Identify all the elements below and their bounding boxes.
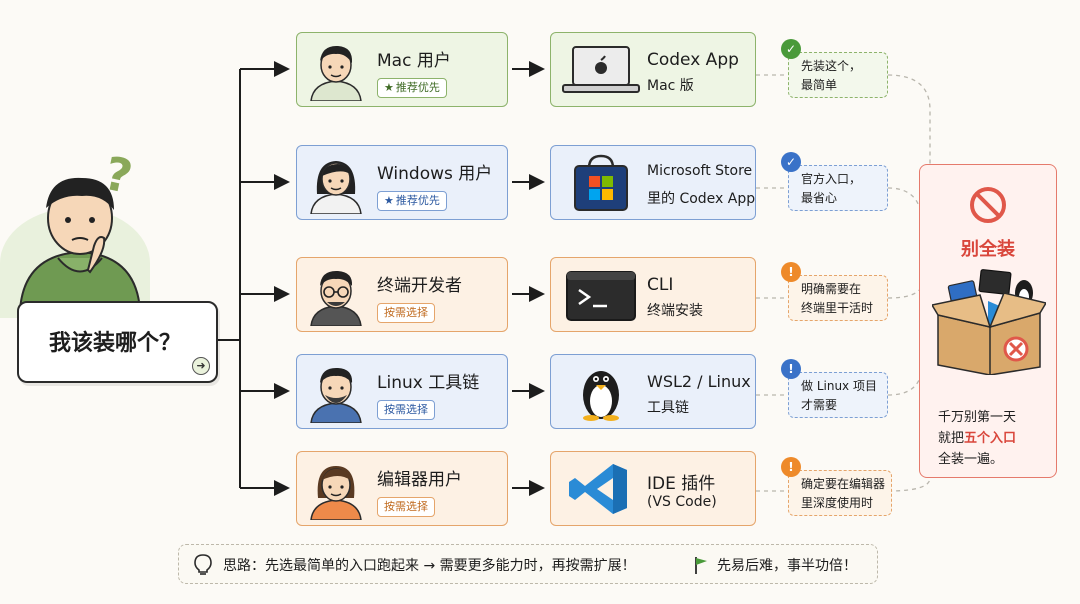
exclamation-icon: ! [781,359,801,379]
tip-bar: 思路：先选最简单的入口跑起来 → 需要更多能力时，再按需扩展！ 先易后难，事半功… [178,544,878,584]
app-card-codex-app: Codex App Mac 版 [550,32,756,107]
user-title: 终端开发者 [377,276,462,296]
avatar [310,367,362,423]
laptop-icon [562,46,640,93]
note-editor: ! 确定要在编辑器 里深度使用时 [781,457,892,516]
exclamation-icon: ! [781,262,801,282]
app-title: Microsoft Store [647,163,753,179]
avatar [310,466,362,520]
star-icon: ★ [384,194,394,207]
avatar [310,45,362,101]
app-card-ide-plugin: IDE 插件 (VS Code) [550,451,756,526]
tip-text: 思路：先选最简单的入口跑起来 → 需要更多能力时，再按需扩展！ [223,558,636,574]
note-line: 最省心 [801,191,838,205]
app-card-cli: CLI 终端安装 [550,257,756,332]
recommend-badge: ★推荐优先 [377,191,447,211]
user-card-windows: Windows 用户 ★推荐优先 [296,145,508,220]
prohibited-icon [970,187,1006,223]
question-text: 我该装哪个？ [49,331,182,356]
user-card-mac: Mac 用户 ★推荐优先 [296,32,508,107]
app-card-microsoft-store: Microsoft Store 里的 Codex App [550,145,756,220]
recommend-badge: ★推荐优先 [377,78,447,98]
note-mac: ✓ 先装这个， 最简单 [781,39,888,98]
warning-title: 别全装 [961,239,1015,260]
note-line: 里深度使用时 [801,496,874,510]
app-card-wsl2: WSL2 / Linux 工具链 [550,354,756,429]
avatar [310,161,362,214]
warning-panel: 别全装 千万别第一天 就把五个入口 全装一遍。 [919,164,1057,478]
microsoft-store-icon [574,154,628,211]
user-title: Linux 工具链 [377,373,480,393]
lightbulb-icon [194,554,212,575]
app-subtitle: 工具链 [647,400,689,416]
avatar [310,270,362,326]
user-card-editor: 编辑器用户 按需选择 [296,451,508,526]
warning-text: 千万别第一天 就把五个入口 全装一遍。 [938,410,1017,467]
exclamation-icon: ! [781,457,801,477]
user-card-terminal: 终端开发者 按需选择 [296,257,508,332]
app-title: IDE 插件 [647,474,716,494]
note-line: 明确需要在 [801,282,862,296]
overflowing-box-illustration [932,269,1046,375]
optional-badge: 按需选择 [377,303,435,323]
arrow-right-icon: ➜ [192,357,210,375]
tip-text-2: 先易后难，事半功倍！ [717,558,857,574]
note-line: 最简单 [801,78,838,92]
note-line: 官方入口， [801,172,862,186]
app-subtitle: 里的 Codex App [647,191,756,207]
app-title: WSL2 / Linux [647,372,751,391]
note-terminal: ! 明确需要在 终端里干活时 [781,262,888,321]
user-title: Mac 用户 [377,51,451,71]
note-line: 确定要在编辑器 [801,477,886,491]
note-windows: ✓ 官方入口， 最省心 [781,152,888,211]
app-title: Codex App [647,50,739,70]
optional-badge: 按需选择 [377,400,435,420]
optional-badge: 按需选择 [377,497,435,517]
user-card-linux: Linux 工具链 按需选择 [296,354,508,429]
check-icon: ✓ [781,152,801,172]
user-title: Windows 用户 [377,164,493,184]
question-box: 我该装哪个？ ➜ [17,301,218,383]
note-line: 先装这个， [801,59,862,73]
app-title: CLI [647,275,674,295]
note-line: 做 Linux 项目 [801,379,877,393]
flag-icon [695,557,707,574]
note-linux: ! 做 Linux 项目 才需要 [781,359,888,418]
app-subtitle: 终端安装 [647,303,703,319]
user-title: 编辑器用户 [377,470,462,490]
linux-penguin-icon [583,371,619,421]
check-icon: ✓ [781,39,801,59]
note-line: 才需要 [801,398,838,412]
star-icon: ★ [384,81,394,94]
thinking-person-illustration [18,177,142,310]
terminal-icon [566,271,636,321]
note-line: 终端里干活时 [801,301,874,315]
app-subtitle: (VS Code) [647,494,717,510]
vscode-icon [569,464,627,514]
app-subtitle: Mac 版 [647,78,694,94]
